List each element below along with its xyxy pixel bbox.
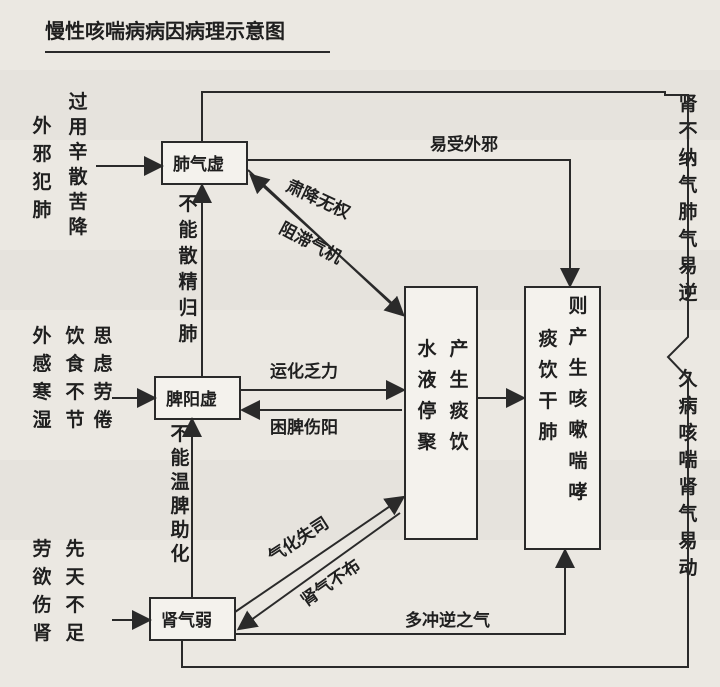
arrow-susceptible-external <box>247 159 580 288</box>
cause-cold-damp-char: 寒 <box>32 380 51 403</box>
cause-external-evil-char: 肺 <box>32 199 51 221</box>
cause-external-evil-char: 邪 <box>31 143 51 165</box>
phlegm-in-lung-box <box>524 286 601 550</box>
edge-cannot-warm-char: 温 <box>170 471 189 493</box>
cause-overthinking-char: 倦 <box>93 408 112 431</box>
page-title: 慢性咳喘病病因病理示意图 <box>45 19 285 43</box>
edge-reversed-qi: 多冲逆之气 <box>405 610 490 631</box>
cause-cold-damp-char: 感 <box>32 352 51 375</box>
fluid-stagnation-line-1-char: 液 <box>417 368 437 391</box>
cause-diet-irregular-char: 饮 <box>64 324 85 347</box>
cause-overuse-drugs-char: 苦 <box>68 190 87 213</box>
fluid-stagnation-line-2-char: 生 <box>449 368 468 391</box>
phlegm-in-lung-line-2-char: 嗽 <box>568 418 587 441</box>
edge-cannot-warm-char: 化 <box>170 542 189 565</box>
phlegm-in-lung-line-1-char: 饮 <box>537 358 558 381</box>
edge-cannot-disperse-char: 散 <box>178 244 197 267</box>
cause-overthinking-char: 思 <box>93 325 112 347</box>
arrow-fluid-to-lung <box>249 173 396 307</box>
cause-diet-irregular-char: 不 <box>65 381 84 403</box>
lung-qi-deficiency-label: 肺气虚 <box>173 154 224 175</box>
cause-overthinking-char: 虑 <box>93 352 112 375</box>
kidney-qi-weakness-label: 肾气弱 <box>161 610 212 631</box>
edge-cannot-warm-char: 助 <box>170 518 189 541</box>
edge-transport-power: 运化乏力 <box>270 361 338 382</box>
outer-loop-line <box>181 91 689 668</box>
cause-congenital-deficiency-char: 先 <box>65 537 84 560</box>
edge-spleen-injured: 困脾伤阳 <box>270 417 338 438</box>
cause-overstrain-desire-char: 劳 <box>32 537 51 560</box>
cause-overstrain-desire-char: 欲 <box>31 565 51 588</box>
spleen-yang-deficiency-label: 脾阳虚 <box>166 389 217 410</box>
phlegm-in-lung-line-1-char: 干 <box>538 390 557 412</box>
cause-overuse-drugs-char: 散 <box>68 165 87 188</box>
phlegm-in-lung-line-2-char: 产 <box>568 325 587 348</box>
edge-cannot-disperse-char: 归 <box>178 296 197 319</box>
edge-cannot-warm-char: 能 <box>170 446 189 469</box>
fluid-stagnation-box <box>404 286 478 540</box>
cause-congenital-deficiency-char: 不 <box>65 594 84 616</box>
fluid-stagnation-line-2-char: 产 <box>449 337 468 360</box>
edge-susceptible-external: 易受外邪 <box>430 134 498 155</box>
cause-cold-damp-char: 外 <box>32 324 51 347</box>
fluid-stagnation-line-1-char: 停 <box>417 399 436 422</box>
phlegm-in-lung-line-2-char: 哮 <box>568 481 587 503</box>
edge-cannot-disperse-char: 精 <box>178 270 197 293</box>
cause-overuse-drugs-char: 降 <box>68 215 88 238</box>
cause-overuse-drugs-char: 用 <box>68 116 87 138</box>
cause-external-evil-char: 犯 <box>31 170 51 193</box>
cause-overuse-drugs-char: 过 <box>68 91 87 113</box>
phlegm-in-lung-line-2-char: 喘 <box>568 449 587 472</box>
phlegm-in-lung-line-2-char: 生 <box>568 356 587 379</box>
fluid-stagnation-line-2-char: 饮 <box>448 430 469 453</box>
edge-cannot-warm-char: 不 <box>170 423 189 445</box>
cause-diet-irregular-char: 食 <box>65 352 85 375</box>
phlegm-in-lung-line-2-char: 咳 <box>568 387 587 410</box>
arrow-kidney-to-fluid <box>234 495 406 613</box>
lung-qi-deficiency-box <box>161 141 248 185</box>
cause-congenital-deficiency-char: 天 <box>65 566 85 588</box>
arrow-fluid-to-kidney <box>236 512 401 631</box>
cause-overstrain-desire-char: 肾 <box>32 622 51 644</box>
arrow-reversed-qi <box>235 548 575 635</box>
edge-cannot-disperse-char: 不 <box>178 193 197 215</box>
cause-congenital-deficiency-char: 足 <box>65 622 85 644</box>
cause-overstrain-desire-char: 伤 <box>31 593 51 616</box>
cause-diet-irregular-char: 节 <box>65 409 84 431</box>
phlegm-in-lung-line-2-char: 则 <box>568 295 587 317</box>
phlegm-in-lung-line-1-char: 肺 <box>538 421 557 443</box>
edge-cannot-disperse-char: 肺 <box>178 323 197 345</box>
edge-cannot-disperse-char: 能 <box>178 218 197 241</box>
fluid-stagnation-line-1-char: 聚 <box>416 431 437 453</box>
fluid-stagnation-line-2-char: 痰 <box>449 399 469 422</box>
phlegm-in-lung-line-1-char: 痰 <box>538 327 558 350</box>
cause-external-evil-char: 外 <box>32 114 51 137</box>
cause-overuse-drugs-char: 辛 <box>68 140 87 163</box>
cause-cold-damp-char: 湿 <box>32 409 51 431</box>
edge-cannot-warm-char: 脾 <box>169 494 189 517</box>
cause-overthinking-char: 劳 <box>93 380 112 403</box>
fluid-stagnation-line-1-char: 水 <box>417 338 437 360</box>
